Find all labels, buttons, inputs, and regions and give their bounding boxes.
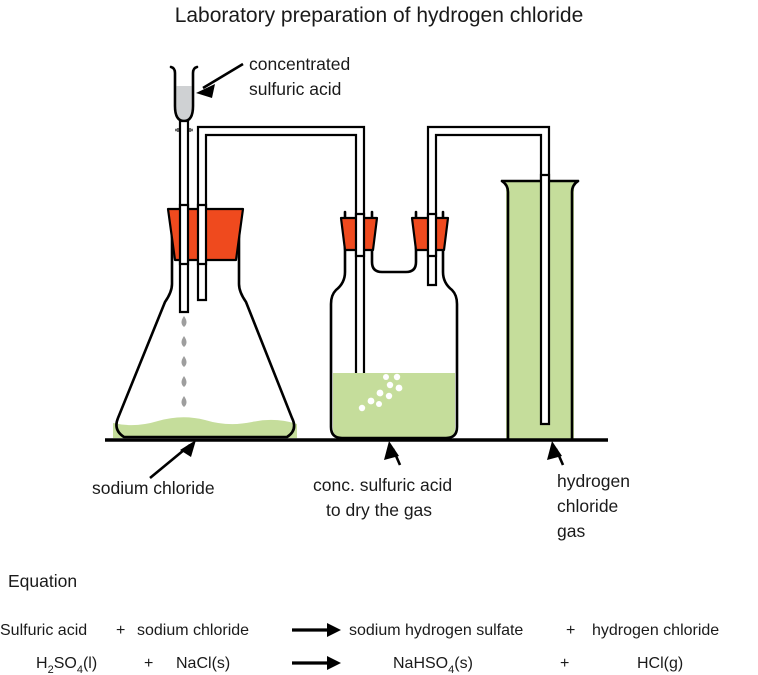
flask-pointer-arrowhead <box>180 440 196 457</box>
delivery-tube-through-flask-stopper <box>196 203 208 266</box>
equation-product-1: sodium hydrogen sulfate <box>349 622 523 639</box>
formula-o-subscript: 4 <box>77 664 83 675</box>
formula-so: SO <box>54 655 77 672</box>
bubble <box>367 397 375 405</box>
funnel-label-line1: concentrated <box>249 54 350 74</box>
gas-bubbles <box>358 373 403 412</box>
funnel-label-line2: sulfuric acid <box>249 79 341 99</box>
bubble <box>376 389 384 397</box>
formula-state-s: (s) <box>454 655 473 672</box>
acid-droplets <box>181 316 187 407</box>
droplet <box>181 396 187 407</box>
funnel-pointer-arrowhead <box>196 84 215 98</box>
drying-bottle-outline <box>329 210 459 440</box>
bubble <box>386 381 394 389</box>
flask-sodium-chloride-solid <box>113 417 297 438</box>
funnel-stem-through-stopper <box>178 203 190 266</box>
formula-nahso-subscript: 4 <box>448 664 454 675</box>
gas-jar-label-line3: gas <box>557 521 585 541</box>
drying-bottle-acid-liquid <box>333 373 455 438</box>
equation-plus-2: + <box>566 622 575 639</box>
bubble <box>385 392 393 400</box>
equation-formula-product-2: HCl(g) <box>637 655 683 672</box>
equation-word-arrow-head <box>327 623 341 637</box>
bubble <box>395 384 403 392</box>
funnel-label-group: concentrated sulfuric acid <box>196 54 350 99</box>
equation-formula-row: H2SO4(l) + NaCl(s) NaHSO4(s) + HCl(g) <box>36 655 683 675</box>
gas-jar-label-line1: hydrogen <box>557 471 630 491</box>
gas-jar-label-line2: chloride <box>557 496 618 516</box>
flask-label-group: sodium chloride <box>92 440 215 498</box>
conical-flask <box>113 210 297 439</box>
drying-bottle-pointer-arrowhead <box>384 441 399 460</box>
bubble <box>383 374 389 380</box>
equation-heading: Equation <box>8 571 77 591</box>
bubble <box>376 401 382 407</box>
gas-jar-pointer-arrowhead <box>547 441 562 460</box>
drying-bottle-label-line1: conc. sulfuric acid <box>313 475 452 495</box>
equation-formula-reactant-2: NaCl(s) <box>176 655 230 672</box>
formula-state-l: (l) <box>83 655 97 672</box>
gas-jar-delivery-tube-inside <box>539 173 551 426</box>
droplet <box>181 356 187 367</box>
equation-reactant-2: sodium chloride <box>137 622 249 639</box>
gas-jar-label-group: hydrogen chloride gas <box>547 441 630 541</box>
drying-bottle-label-group: conc. sulfuric acid to dry the gas <box>313 441 452 520</box>
funnel-acid-liquid <box>176 86 192 120</box>
equation-reactant-1: Sulfuric acid <box>0 622 87 639</box>
flask-label: sodium chloride <box>92 478 215 498</box>
dropping-funnel <box>169 65 199 314</box>
equation-word-row: Sulfuric acid + sodium chloride sodium h… <box>0 622 719 639</box>
bubble <box>393 373 401 381</box>
funnel-body <box>169 65 199 123</box>
funnel-pointer-line <box>202 62 244 90</box>
droplet <box>181 336 187 347</box>
equation-plus-1: + <box>116 622 125 639</box>
formula-nahso: NaHSO <box>393 655 448 672</box>
equation-product-2: hydrogen chloride <box>592 622 719 639</box>
bubble <box>358 404 366 412</box>
droplet <box>181 316 187 327</box>
flask-outline <box>115 210 296 439</box>
equation-formula-product-1: NaHSO4(s) <box>393 655 473 675</box>
formula-h-subscript: 2 <box>48 664 54 675</box>
formula-h: H <box>36 655 48 672</box>
drying-bottle <box>329 210 459 440</box>
drying-bottle-label-line2: to dry the gas <box>326 500 432 520</box>
equation-formula-plus-2: + <box>560 655 569 672</box>
page-title: Laboratory preparation of hydrogen chlor… <box>175 4 584 27</box>
droplet <box>181 376 187 387</box>
equation-formula-reactant-1: H2SO4(l) <box>36 655 97 675</box>
equation-formula-arrow-head <box>327 656 341 670</box>
equation-formula-plus-1: + <box>144 655 153 672</box>
inlet-tube-through-left-stopper <box>354 212 366 258</box>
outlet-tube-through-right-stopper <box>426 212 438 258</box>
